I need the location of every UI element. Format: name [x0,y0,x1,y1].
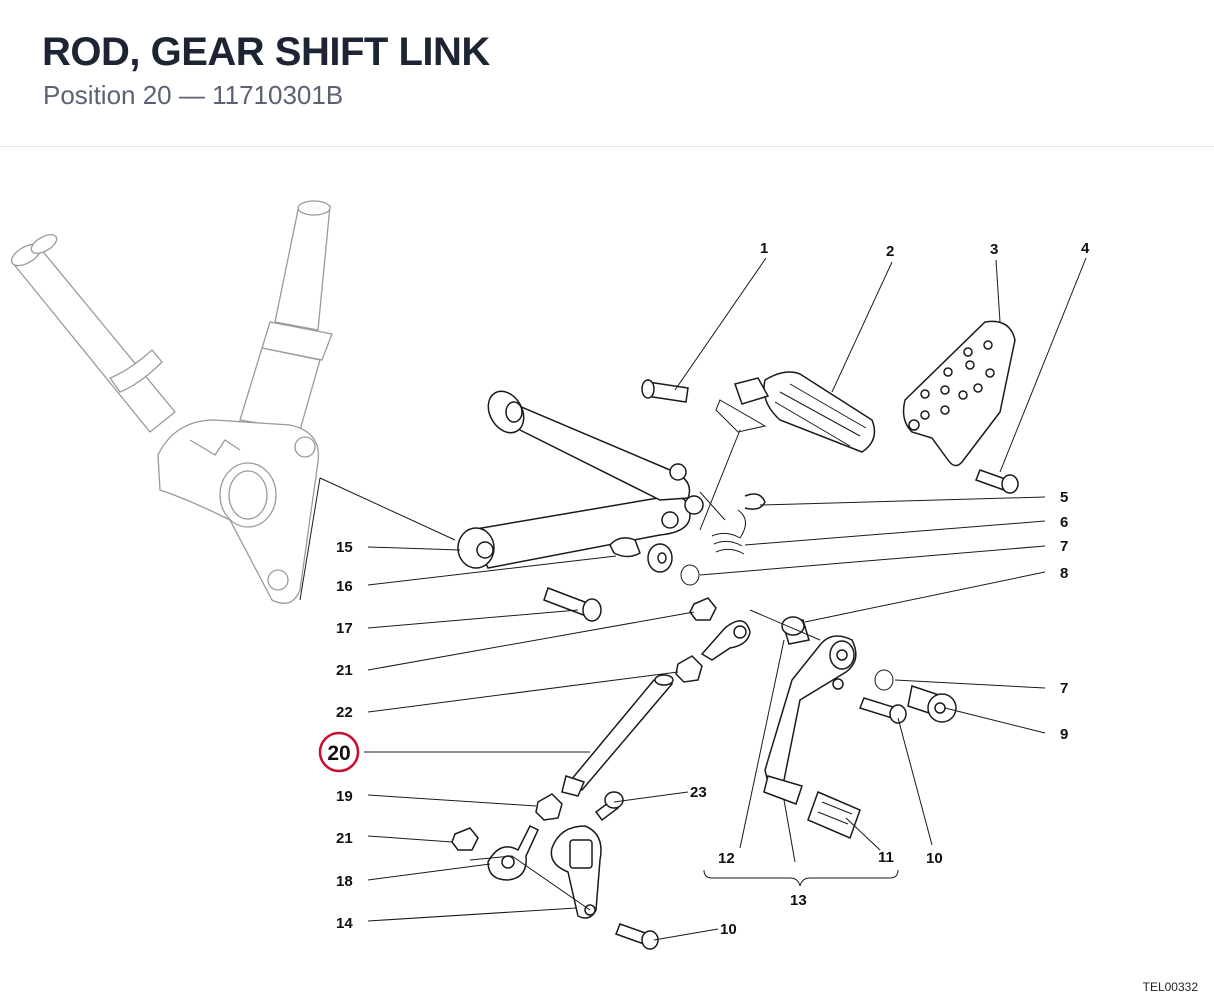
callout-19[interactable]: 19 [336,788,353,805]
callout-14[interactable]: 14 [336,915,353,932]
callout-13[interactable]: 13 [790,892,807,909]
callout-7-lower[interactable]: 7 [1060,680,1068,697]
washer-part-7-upper [647,543,700,586]
highlight-circle [318,731,360,773]
callout-2[interactable]: 2 [886,243,894,260]
page-header: ROD, GEAR SHIFT LINK Position 20 — 11710… [0,0,1214,147]
callout-22[interactable]: 22 [336,704,353,721]
callout-17[interactable]: 17 [336,620,353,637]
callout-4[interactable]: 4 [1081,240,1090,257]
callout-16[interactable]: 16 [336,578,353,595]
callout-23[interactable]: 23 [690,784,707,801]
frame-tube-drawing [10,200,333,604]
spring-part-6 [711,509,746,555]
footpeg-part-2 [734,371,876,453]
callout-1[interactable]: 1 [760,240,768,257]
callout-8[interactable]: 8 [1060,565,1068,582]
circlip-part-5 [744,493,766,510]
callout-10-lower[interactable]: 10 [720,921,737,938]
callout-9[interactable]: 9 [1060,726,1068,743]
screw-part-4 [975,469,1019,494]
assembly-bracket-13 [703,869,899,887]
page-title: ROD, GEAR SHIFT LINK [42,30,490,74]
nut-part-21-lower [451,827,479,851]
nut-part-19 [535,793,563,821]
screw-part-10-upper [859,697,907,724]
rubber-pad-part-11 [807,790,861,840]
screw-part-17 [543,587,602,622]
shift-lever-part-13 [763,635,857,805]
bush-part-8 [781,616,810,645]
gear-lever-part-14 [550,825,602,919]
heel-plate-part-3 [902,320,1016,467]
pivot-bolt-part-9 [907,685,957,723]
screw-part-23 [594,791,624,822]
callout-7-upper[interactable]: 7 [1060,538,1068,555]
nut-part-21-upper [689,597,717,621]
callout-labels: 1 2 3 4 5 6 7 8 15 16 7 17 21 22 9 20 19… [327,240,1090,938]
callout-3[interactable]: 3 [990,241,998,258]
callout-5[interactable]: 5 [1060,489,1068,506]
footrest-bracket-drawing [457,390,704,569]
callout-10-upper[interactable]: 10 [926,850,943,867]
callout-21-lower[interactable]: 21 [336,830,353,847]
screw-part-10-lower [615,923,659,950]
drawing-reference-code: TEL00332 [1142,980,1198,994]
gear-shift-rod-part-20 [561,674,674,797]
rod-end-part-18 [487,824,539,881]
rod-end-upper [700,620,751,661]
callout-15[interactable]: 15 [336,539,353,556]
nut-part-22 [675,655,703,683]
callout-20-highlighted[interactable]: 20 [327,742,350,765]
ring-part-7-lower [874,669,894,691]
leader-lines [299,257,1087,941]
pin-part-1 [641,379,689,403]
callout-12[interactable]: 12 [718,850,735,867]
page-subtitle: Position 20 — 11710301B [43,80,344,110]
callout-21-upper[interactable]: 21 [336,662,353,679]
callout-11[interactable]: 11 [878,849,894,866]
callout-6[interactable]: 6 [1060,514,1068,531]
callout-18[interactable]: 18 [336,873,353,890]
